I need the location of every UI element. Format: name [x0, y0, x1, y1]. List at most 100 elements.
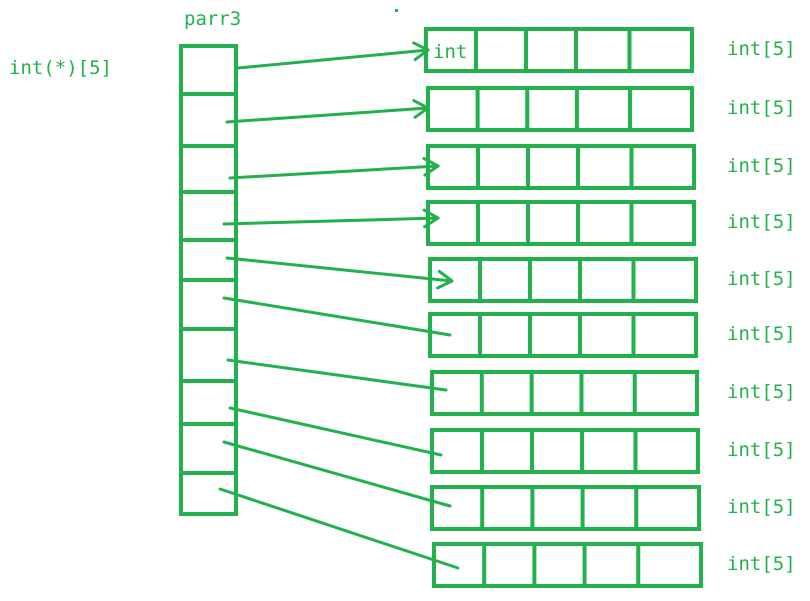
row-type-label: int[5] [727, 381, 796, 403]
int-array-row [428, 257, 698, 303]
int-array-row [430, 428, 700, 474]
int-slot [434, 544, 484, 586]
arrow-shaft [222, 296, 452, 337]
pointer-arrow [228, 406, 443, 457]
int-slot [629, 29, 692, 71]
pointer-cell [181, 280, 236, 329]
arrow-shaft [225, 106, 430, 124]
int-slot [580, 314, 633, 356]
int-slot [631, 202, 694, 244]
int-slot [432, 430, 482, 472]
pointer-arrows [218, 41, 460, 570]
pointer-array-name: parr3 [184, 8, 242, 30]
int-array-outline [428, 312, 698, 358]
int-slot [480, 259, 530, 301]
arrow-shaft [228, 406, 443, 457]
int-slot [484, 544, 534, 586]
row-type-label: int[5] [727, 553, 796, 575]
int-array-outline [426, 86, 694, 132]
pointer-cell [181, 240, 236, 280]
int-array-row [426, 200, 696, 246]
int-slot [430, 314, 480, 356]
arrow-head-stroke [412, 99, 430, 110]
pointer-arrow [236, 41, 430, 70]
row-type-label: int[5] [727, 323, 796, 345]
arrow-shaft [218, 487, 460, 570]
row-type-label: int[5] [727, 38, 796, 60]
pointer-array [179, 44, 238, 516]
pointer-arrow [222, 296, 452, 337]
pointer-cell [181, 473, 236, 514]
int-slot [636, 487, 699, 529]
int-slot [478, 88, 528, 130]
int-slot [482, 487, 532, 529]
int-slot [635, 372, 697, 414]
pointer-cell [181, 94, 236, 146]
int-slot [532, 372, 582, 414]
int-slot [633, 259, 696, 301]
arrow-shaft [236, 48, 430, 70]
int-array-outline [426, 144, 696, 190]
int-slot [428, 146, 478, 188]
pointer-arrow [228, 156, 440, 180]
row-type-label: int[5] [727, 211, 796, 233]
pointer-arrow [225, 256, 454, 290]
int-slot [478, 202, 528, 244]
pointer-cell [181, 192, 236, 240]
arrow-shaft [222, 216, 440, 226]
arrow-shaft [225, 256, 454, 283]
int-slot [583, 487, 637, 529]
int-slot [480, 314, 530, 356]
int-array-row [430, 485, 701, 531]
int-array-outline [432, 542, 703, 588]
arrow-shaft [226, 358, 448, 392]
int-slot [580, 259, 633, 301]
arrow-shaft [228, 164, 440, 180]
arrow-head-stroke [437, 269, 454, 283]
int-array-outline [430, 370, 699, 416]
pointer-cell [181, 424, 236, 473]
int-array-outline [428, 257, 698, 303]
int-slot [577, 88, 630, 130]
int-slot [532, 430, 582, 472]
int-array-row [426, 144, 696, 190]
int-slot [428, 202, 478, 244]
int-slot [578, 146, 631, 188]
int-slot [478, 146, 528, 188]
int-array-outline [424, 27, 694, 73]
arrow-shaft [222, 440, 452, 508]
int-slot [582, 430, 635, 472]
int-slot [530, 259, 580, 301]
row-type-label: int[5] [727, 496, 796, 518]
int-slot [528, 202, 578, 244]
int-array-row [426, 86, 694, 132]
int-slot [578, 202, 631, 244]
int-slot [527, 88, 577, 130]
int-slot [585, 544, 639, 586]
pointer-cell [181, 46, 236, 94]
int-array-row [432, 542, 703, 588]
int-arrays [424, 27, 703, 588]
int-array-outline [426, 200, 696, 246]
int-array-row [430, 370, 699, 416]
int-slot [630, 88, 692, 130]
row-type-label: int[5] [727, 155, 796, 177]
row-type-label: int[5] [727, 268, 796, 290]
int-slot [482, 430, 532, 472]
int-slot [633, 314, 696, 356]
int-slot [476, 29, 526, 71]
int-array-outline [430, 485, 701, 531]
int-slot [532, 487, 582, 529]
int-slot [432, 487, 482, 529]
pointer-arrow [222, 440, 452, 508]
stray-mark [395, 9, 398, 12]
int-array-row [428, 312, 698, 358]
int-slot [631, 146, 694, 188]
pointer-arrow [226, 358, 448, 392]
pointer-cell [181, 146, 236, 192]
element-type-label: int [433, 41, 468, 63]
int-slot [482, 372, 532, 414]
int-slot [430, 259, 480, 301]
int-slot [638, 544, 701, 586]
